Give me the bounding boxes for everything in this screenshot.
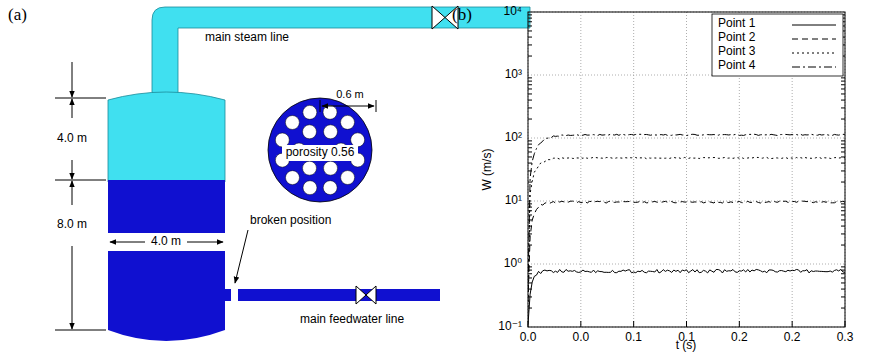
curves: [528, 134, 845, 324]
pitch-extension: [376, 100, 377, 112]
feedwater-pipe: [238, 289, 440, 301]
line-label: main steam line: [205, 31, 289, 44]
vessel-water: [108, 180, 225, 341]
line-label: main feedwater line: [300, 313, 404, 326]
legend-entry: Point 3: [718, 45, 755, 58]
legend-entry: Point 4: [718, 59, 755, 72]
tick-label: 10³: [505, 68, 522, 81]
tick-label: 10¹: [505, 194, 522, 207]
diameter-band: [108, 233, 225, 251]
tube-bundle-section: [268, 98, 372, 202]
diameter-line: [110, 242, 145, 243]
tick-label: 10⁻¹: [498, 320, 522, 333]
tick-label: 0.0: [520, 331, 537, 344]
legend-sample: [792, 20, 836, 30]
tick-label: 0.3: [837, 331, 854, 344]
legend-text: Point 2: [718, 30, 755, 44]
velocity-curve: [528, 269, 845, 324]
legend-entry: Point 2: [718, 31, 755, 44]
tick-label: 0.1: [625, 331, 642, 344]
axis-title: W (m/s): [481, 149, 494, 191]
velocity-curve: [528, 134, 845, 288]
tick-label: 10⁴: [503, 5, 522, 18]
legend-entry: Point 1: [718, 17, 755, 30]
tick-label: 0.0: [572, 331, 589, 344]
velocity-curve: [528, 157, 845, 312]
dimension-label: 8.0 m: [57, 218, 87, 231]
tick-label: 0.2: [731, 331, 748, 344]
legend-text: Point 3: [718, 44, 755, 58]
tick-label: 10²: [505, 131, 522, 144]
velocity-curve: [528, 201, 845, 301]
dimension-label: 4.0 m: [57, 132, 87, 145]
label-box: porosity 0.56: [282, 145, 359, 161]
legend-sample: [792, 48, 836, 58]
plot-frame: [528, 12, 845, 327]
tubes: [275, 105, 364, 194]
steam-pipe: [152, 7, 530, 94]
panel-label: (b): [452, 6, 472, 25]
legend-text: Point 1: [718, 16, 755, 30]
panel-label: (a): [8, 6, 27, 25]
legend-text: Point 4: [718, 58, 755, 72]
legend-sample: [792, 62, 836, 72]
feedwater-stub: [225, 289, 231, 301]
tick-label: 0.2: [784, 331, 801, 344]
dimension-label: 0.6 m: [336, 88, 364, 100]
diameter-line: [187, 242, 223, 243]
legend-frame: [712, 14, 843, 76]
dimension-lines: [55, 62, 106, 330]
pitch-extension: [320, 100, 321, 112]
axis-title: t (s): [676, 339, 697, 352]
tick-label: 10⁰: [504, 257, 522, 270]
break-leader: [235, 230, 248, 283]
grid: [528, 12, 845, 327]
break-label: broken position: [250, 214, 331, 227]
pitch-dimension: [322, 106, 374, 107]
box-text: porosity 0.56: [286, 145, 355, 159]
feedwater-valve: [356, 286, 376, 304]
legend-sample: [792, 34, 836, 44]
dimension-label: 4.0 m: [151, 235, 181, 248]
steam-dome: [108, 92, 225, 182]
